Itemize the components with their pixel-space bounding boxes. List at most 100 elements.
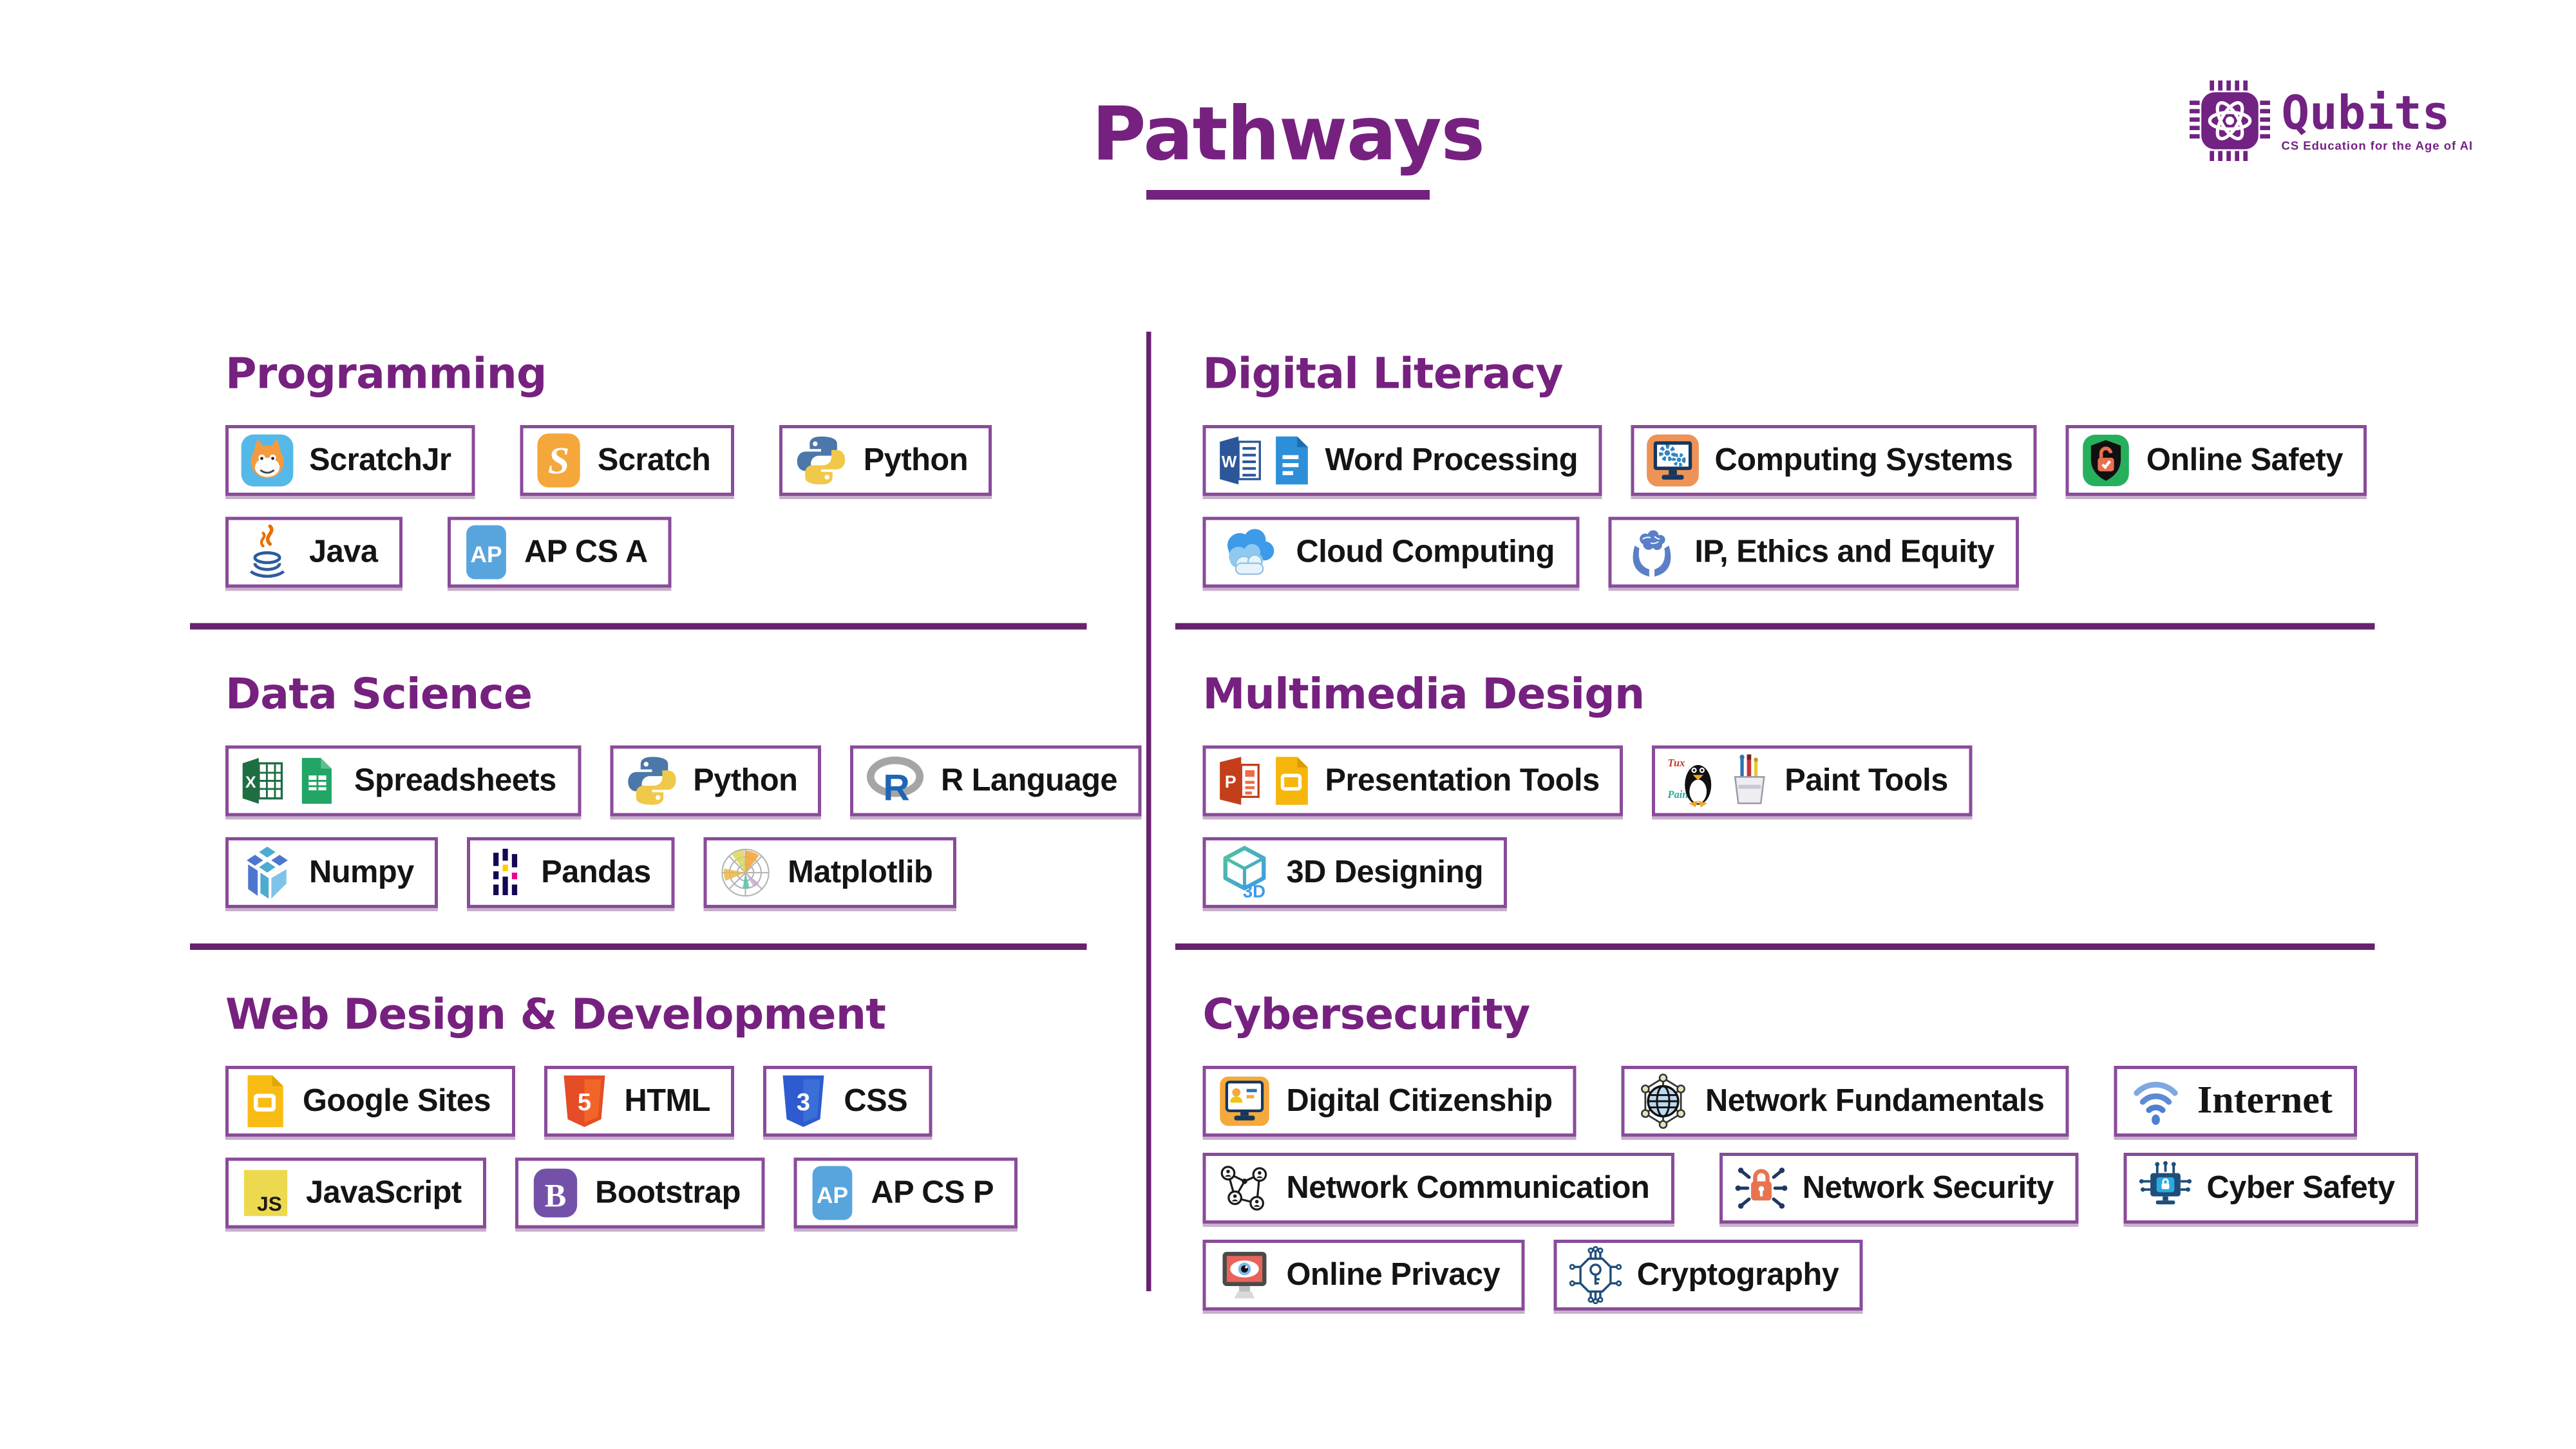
section-title-web-design: Web Design & Development [225,990,886,1040]
qubits-chip-atom-icon [2190,80,2270,161]
hands-brain-icon [1622,526,1680,580]
horizontal-divider [190,944,1087,950]
section-title-data-science: Data Science [225,669,533,720]
svg-text:3: 3 [797,1090,810,1117]
globe-network-icon [1636,1073,1691,1131]
row: Google Sites 5 HTML 3 [225,1066,1108,1138]
row: Network Communication [1202,1153,2420,1225]
row: P Presentation Tools Tux Paint [1202,746,2359,817]
svg-text:X: X [245,774,256,792]
chip-label: Internet [2197,1080,2333,1122]
clouds-icon [1217,526,1282,580]
chip-label: ScratchJr [309,442,451,478]
ap-badge-icon: AP [461,524,509,582]
chip-internet: Internet [2113,1066,2357,1138]
chip-label: Numpy [309,855,414,891]
chip-paint-tools: Tux Paint Paint T [1653,746,1973,817]
chip-online-safety: Online Safety [2065,426,2367,497]
column-divider [1146,332,1151,1291]
chip-matplotlib: Matplotlib [704,838,957,909]
svg-text:P: P [1225,773,1236,792]
row: Cloud Computing IP, Ethics and Equity [1202,517,2359,589]
chip-python-ds: Python [609,746,822,817]
chip-apcsa: AP AP CS A [446,517,672,589]
section-title-cybersecurity: Cybersecurity [1202,990,1531,1040]
word-docs-icons: W [1217,434,1311,489]
chip-cryptography: Cryptography [1553,1240,1863,1312]
chip-label: Pandas [541,855,651,891]
cube-3d-icon: 3D [1217,846,1272,901]
chip-computing-systems: Computing Systems [1631,426,2037,497]
powerpoint-slides-icons: P [1217,754,1311,809]
row: Digital Citizenship [1202,1066,2359,1138]
svg-text:JS: JS [257,1193,282,1216]
scratch-s-icon: S [535,432,583,490]
chip-label: Scratch [597,442,711,478]
chip-bootstrap: B Bootstrap [515,1158,765,1229]
chip-cloud-computing: Cloud Computing [1202,517,1579,589]
monitor-id-card-icon [1217,1075,1272,1130]
chip-html: 5 HTML [544,1066,735,1138]
chip-google-sites: Google Sites [225,1066,515,1138]
chip-label: Online Safety [2146,442,2344,478]
chip-label: Cyber Safety [2206,1170,2396,1206]
chip-label: Python [693,762,798,799]
r-logo-icon: R [865,754,926,809]
chip-label: Paint Tools [1785,762,1948,799]
chip-label: HTML [624,1083,710,1119]
chip-label: 3D Designing [1286,855,1484,891]
section-title-multimedia-design: Multimedia Design [1202,669,1645,720]
chip-label: R Language [940,762,1117,799]
shield-lock-icon [2080,434,2132,489]
bootstrap-b-icon: B [529,1166,581,1221]
chip-network-fundamentals: Network Fundamentals [1622,1066,2069,1138]
row: W Word Processing [1202,426,2367,497]
svg-text:W: W [1222,455,1237,472]
left-column: Programming ScratchJr [190,349,1142,1250]
chip-label: Presentation Tools [1325,762,1600,799]
chip-label: Word Processing [1325,442,1578,478]
css3-shield-icon: 3 [778,1073,829,1131]
people-network-icon [1217,1162,1272,1217]
horizontal-divider [1175,623,2375,630]
svg-text:3D: 3D [1243,882,1265,900]
svg-text:5: 5 [577,1090,591,1117]
chip-apcsp: AP AP CS P [793,1158,1018,1229]
chip-java: Java [225,517,402,589]
java-cup-icon [240,524,295,582]
chip-label: Digital Citizenship [1286,1083,1553,1119]
monitor-eye-icon [1217,1249,1272,1303]
section-title-digital-literacy: Digital Literacy [1202,349,1564,399]
js-square-icon: JS [240,1166,292,1221]
chip-javascript: JS JavaScript [225,1158,486,1229]
chip-label: Spreadsheets [354,762,556,799]
chip-label: JavaScript [306,1175,462,1211]
chip-label: AP CS A [524,534,648,570]
chip-label: Cryptography [1636,1257,1839,1293]
numpy-cube-icon [240,846,295,901]
row: Online Privacy [1202,1240,2359,1312]
chip-label: AP CS P [871,1175,994,1211]
chip-label: IP, Ethics and Equity [1694,534,1994,570]
chip-pandas: Pandas [467,838,676,909]
row: JS JavaScript B Bootstrap [225,1158,1108,1229]
chip-label: Python [863,442,969,478]
chip-label: Matplotlib [788,855,933,891]
chip-presentation-tools: P Presentation Tools [1202,746,1624,817]
svg-text:Paint: Paint [1668,789,1692,801]
chip-label: Network Security [1802,1170,2054,1206]
page-title: Pathways [1092,90,1485,177]
svg-text:Tux: Tux [1669,757,1686,770]
row: 3D 3D Designing [1202,838,2359,909]
section-title-programming: Programming [225,349,547,399]
chip-ip-ethics: IP, Ethics and Equity [1607,517,2019,589]
chip-key-icon [1567,1247,1622,1305]
pandas-bars-icon [482,846,527,901]
chip-network-security: Network Security [1718,1153,2078,1225]
circuit-monitor-lock-icon [2137,1161,2192,1217]
monitor-gears-icon [1645,434,1700,489]
right-column: Digital Literacy W Word Processing [1175,349,2420,1327]
lock-branches-icon [1733,1162,1788,1217]
chip-label: Network Fundamentals [1705,1083,2045,1119]
